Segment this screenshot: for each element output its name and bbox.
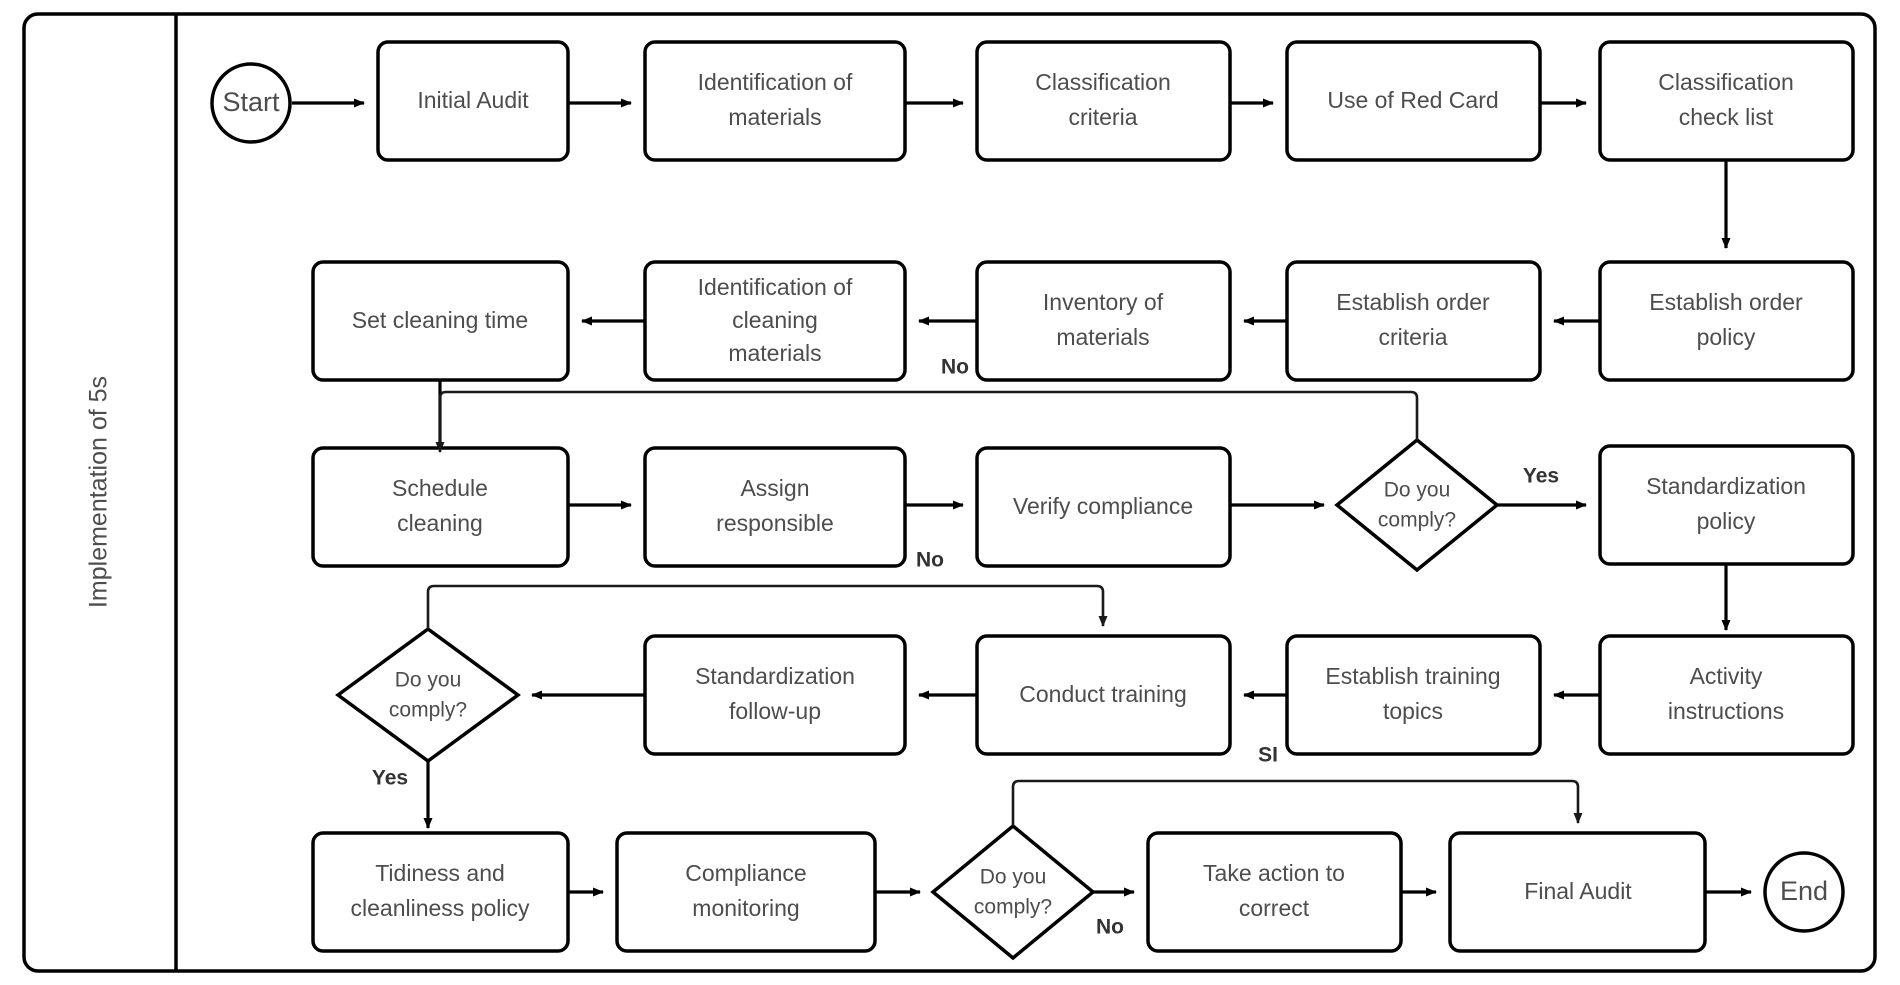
node-conduct-training[interactable]: Conduct training: [975, 634, 1232, 756]
node-tidiness-cleanliness-policy[interactable]: Tidiness and cleanliness policy: [311, 831, 570, 953]
node-inventory-of-materials[interactable]: Inventory of materials: [975, 260, 1232, 382]
node-final-audit[interactable]: Final Audit: [1448, 831, 1707, 953]
schedule-cleaning-line1: Schedule: [392, 475, 488, 501]
node-standardization-policy[interactable]: Standardization policy: [1598, 444, 1855, 566]
tidiness-policy-line1: Tidiness and: [375, 860, 505, 886]
node-take-action-to-correct[interactable]: Take action to correct: [1146, 831, 1403, 953]
tidiness-policy-line2: cleanliness policy: [351, 895, 530, 921]
decision-2-line2: comply?: [389, 699, 467, 722]
inventory-materials-line2: materials: [1056, 324, 1149, 350]
decision-2-line1: Do you: [395, 669, 462, 692]
assign-responsible-line1: Assign: [740, 475, 809, 501]
edge-label-no-3: No: [1096, 916, 1124, 939]
conduct-training-label: Conduct training: [1019, 681, 1187, 707]
node-classification-criteria[interactable]: Classification criteria: [975, 40, 1232, 162]
establish-order-policy-line2: policy: [1697, 324, 1756, 350]
schedule-cleaning-line2: cleaning: [397, 510, 483, 536]
identification-cleaning-line3: materials: [728, 340, 821, 366]
node-assign-responsible[interactable]: Assign responsible: [643, 446, 907, 568]
identification-materials-line2: materials: [728, 104, 821, 130]
edge-decision2-no-loop: [426, 584, 1108, 629]
establish-order-criteria-line1: Establish order: [1336, 289, 1490, 315]
node-start[interactable]: Start: [210, 62, 292, 144]
lane-header: Implementation of 5s: [85, 376, 113, 608]
standardization-policy-line2: policy: [1697, 508, 1756, 534]
pool-frame: [22, 12, 1877, 973]
take-action-line2: correct: [1239, 895, 1310, 921]
take-action-line1: Take action to: [1203, 860, 1345, 886]
end-label: End: [1780, 876, 1828, 906]
establish-training-topics-line2: topics: [1383, 698, 1443, 724]
activity-instructions-line2: instructions: [1668, 698, 1784, 724]
edge-label-yes-2: Yes: [372, 767, 408, 790]
inventory-materials-line1: Inventory of: [1043, 289, 1164, 315]
node-establish-training-topics[interactable]: Establish training topics: [1285, 634, 1542, 756]
node-identification-cleaning-materials[interactable]: Identification of cleaning materials: [643, 260, 907, 382]
activity-instructions-line1: Activity: [1690, 663, 1763, 689]
edge-label-si-3: SI: [1258, 744, 1278, 767]
node-standardization-follow-up[interactable]: Standardization follow-up: [643, 634, 907, 756]
standardization-policy-line1: Standardization: [1646, 473, 1806, 499]
edge-label-no-1: No: [941, 356, 969, 379]
node-establish-order-criteria[interactable]: Establish order criteria: [1285, 260, 1542, 382]
node-establish-order-policy[interactable]: Establish order policy: [1598, 260, 1855, 382]
assign-responsible-line2: responsible: [716, 510, 834, 536]
edge-label-no-2: No: [916, 549, 944, 572]
compliance-monitoring-line1: Compliance: [685, 860, 806, 886]
verify-compliance-label: Verify compliance: [1013, 493, 1193, 519]
node-identification-of-materials[interactable]: Identification of materials: [643, 40, 907, 162]
node-activity-instructions[interactable]: Activity instructions: [1598, 634, 1855, 756]
node-initial-audit[interactable]: Initial Audit: [376, 40, 570, 162]
identification-cleaning-line2: cleaning: [732, 307, 818, 333]
node-schedule-cleaning[interactable]: Schedule cleaning: [311, 446, 570, 568]
edge-decision1-no-loop: [435, 390, 1419, 453]
node-compliance-monitoring[interactable]: Compliance monitoring: [615, 831, 877, 953]
lane-title: Implementation of 5s: [85, 376, 113, 608]
decision-3-line2: comply?: [974, 896, 1052, 919]
start-label: Start: [222, 87, 280, 117]
decision-3-line1: Do you: [980, 866, 1047, 889]
classification-check-list-line1: Classification: [1658, 69, 1794, 95]
establish-training-topics-line1: Establish training: [1325, 663, 1500, 689]
identification-materials-line1: Identification of: [698, 69, 853, 95]
standardization-followup-line2: follow-up: [729, 698, 821, 724]
classification-check-list-line2: check list: [1679, 104, 1774, 130]
establish-order-policy-line1: Establish order: [1649, 289, 1803, 315]
edge-decision3-si-loop: [1011, 779, 1583, 826]
classification-criteria-line2: criteria: [1068, 104, 1137, 130]
decision-1-line2: comply?: [1378, 509, 1456, 532]
node-end[interactable]: End: [1763, 851, 1845, 933]
node-verify-compliance[interactable]: Verify compliance: [975, 446, 1232, 568]
node-use-of-red-card[interactable]: Use of Red Card: [1285, 40, 1542, 162]
node-decision-comply-3[interactable]: Do you comply?: [930, 823, 1096, 961]
node-decision-comply-2[interactable]: Do you comply?: [335, 626, 521, 764]
node-classification-check-list[interactable]: Classification check list: [1598, 40, 1855, 162]
initial-audit-label: Initial Audit: [417, 87, 529, 113]
classification-criteria-line1: Classification: [1035, 69, 1171, 95]
node-set-cleaning-time[interactable]: Set cleaning time: [311, 260, 570, 382]
decision-1-line1: Do you: [1384, 479, 1451, 502]
standardization-followup-line1: Standardization: [695, 663, 855, 689]
set-cleaning-time-label: Set cleaning time: [352, 307, 528, 333]
final-audit-label: Final Audit: [1524, 878, 1632, 904]
edge-label-yes-1: Yes: [1523, 465, 1559, 488]
use-red-card-label: Use of Red Card: [1327, 87, 1498, 113]
compliance-monitoring-line2: monitoring: [692, 895, 799, 921]
identification-cleaning-line1: Identification of: [698, 274, 853, 300]
node-decision-comply-1[interactable]: Do you comply?: [1334, 437, 1500, 573]
establish-order-criteria-line2: criteria: [1378, 324, 1447, 350]
